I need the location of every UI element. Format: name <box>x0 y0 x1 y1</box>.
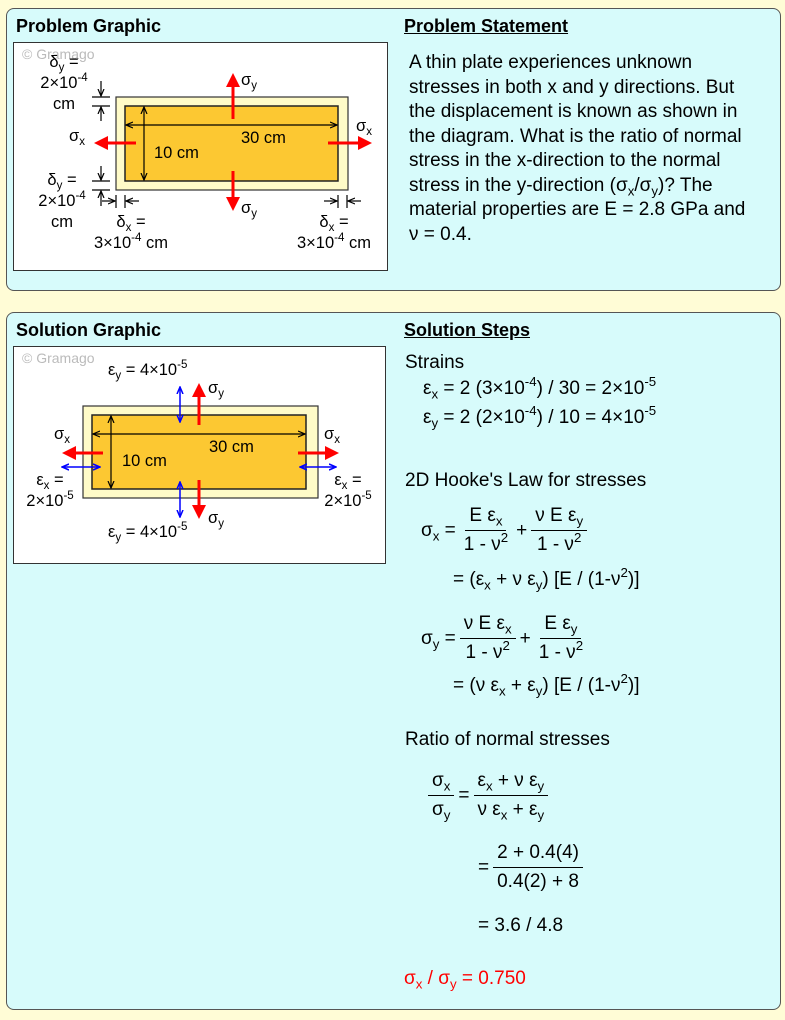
original-plate <box>91 414 307 490</box>
sigma-x-right-label: σx <box>356 117 372 139</box>
sigma-x-simplified: = (εx + ν εy) [E / (1-ν2)] <box>453 565 640 593</box>
height-label: 10 cm <box>154 144 199 162</box>
sigma-y-bottom-label: σy <box>208 509 224 531</box>
solution-panel <box>6 312 781 1010</box>
solution-graphic: © Gramago εy = 4×10-5 εy = 4×10-5 σy σy … <box>13 346 386 564</box>
solution-steps-title: Solution Steps <box>404 320 530 340</box>
problem-statement-title: Problem Statement <box>404 16 569 36</box>
sigma-y-simplified: = (ν εx + εy) [E / (1-ν2)] <box>453 671 640 699</box>
length-label: 30 cm <box>241 129 286 147</box>
delta-x-left-label: δx =3×10-4 cm <box>93 213 169 253</box>
problem-diagram-shapes <box>92 73 372 211</box>
strain-x-right-label: εx =2×10-5 <box>324 471 372 511</box>
watermark: © Gramago <box>22 350 95 366</box>
ratio-label: Ratio of normal stresses <box>405 729 610 750</box>
sigma-x-left-label: σx <box>54 425 70 447</box>
sigma-y-bottom-label: σy <box>241 199 257 221</box>
hooke-label: 2D Hooke's Law for stresses <box>405 470 647 491</box>
strain-y-top-label: εy = 4×10-5 <box>108 359 188 383</box>
solution-graphic-title: Solution Graphic <box>16 320 162 340</box>
ratio-division: = 3.6 / 4.8 <box>478 915 564 936</box>
sigma-y-top-label: σy <box>208 379 224 401</box>
problem-graphic-title: Problem Graphic <box>16 16 162 36</box>
strains-label: Strains <box>405 352 465 373</box>
solution-diagram-shapes <box>14 383 339 519</box>
strain-x-left-label: εx =2×10-5 <box>26 471 74 511</box>
problem-statement: A thin plate experiences unknown stresse… <box>409 52 746 245</box>
ratio-substitution: = 2 + 0.4(4)0.4(2) + 8 <box>478 842 583 893</box>
delta-x-right-label: δx =3×10-4 cm <box>296 213 372 253</box>
sigma-x-right-label: σx <box>324 425 340 447</box>
final-answer: σx / σy = 0.750 <box>404 968 526 992</box>
sigma-y-top-label: σy <box>241 71 257 93</box>
delta-x-dimension-marks <box>102 195 361 208</box>
length-label: 30 cm <box>209 438 254 456</box>
watermark: © Gramago <box>22 46 95 62</box>
height-label: 10 cm <box>122 452 167 470</box>
strain-y-equation: εy = 2 (2×10-4) / 10 = 4×10-5 <box>423 403 657 431</box>
strain-y-bottom-label: εy = 4×10-5 <box>108 521 188 545</box>
strain-x-equation: εx = 2 (3×10-4) / 30 = 2×10-5 <box>423 374 657 402</box>
sigma-x-left-label: σx <box>69 127 85 149</box>
delta-y-dimension-marks <box>92 81 110 206</box>
